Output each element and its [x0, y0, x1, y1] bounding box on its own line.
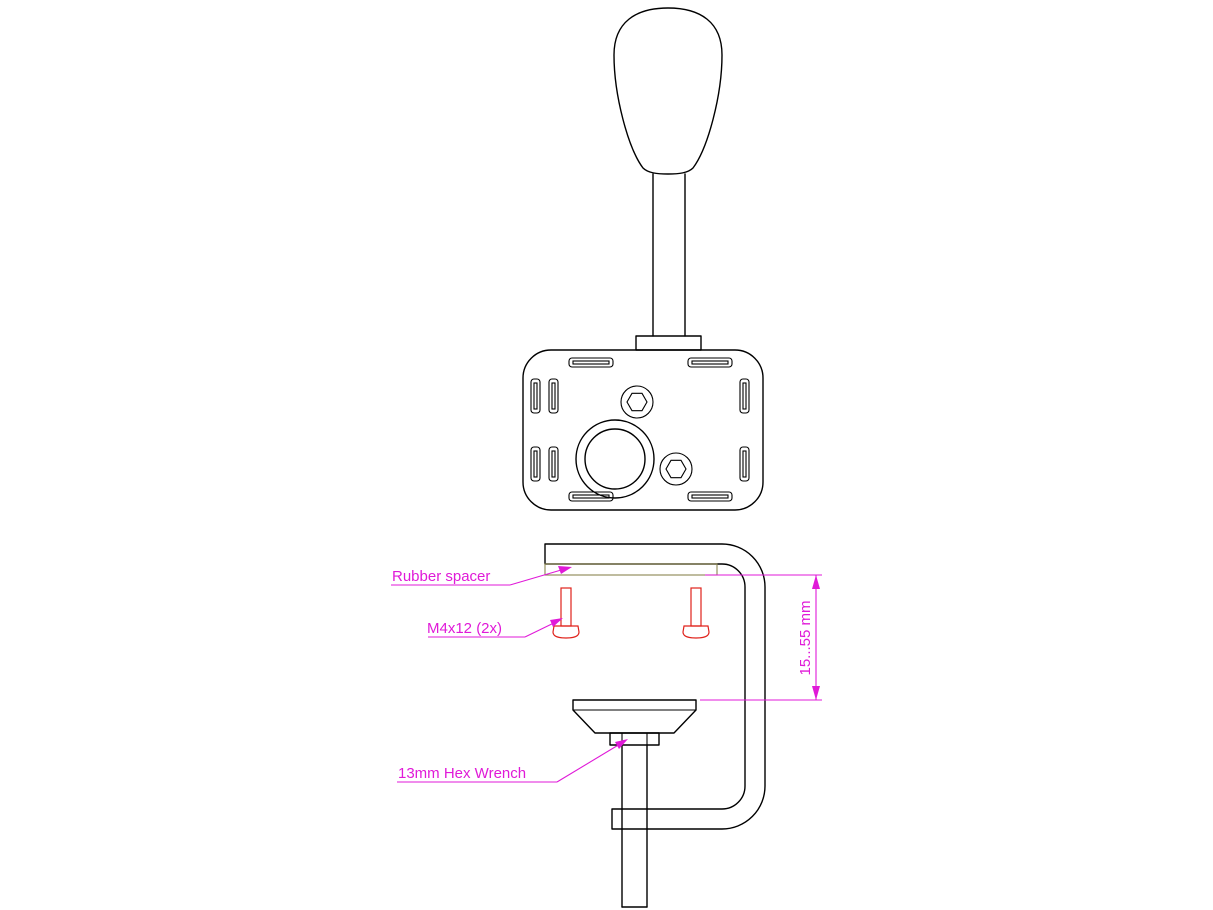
- joystick-knob: [613, 7, 723, 175]
- hex-bolt-lower: [659, 452, 693, 486]
- dimension-label: 15...55 mm: [797, 600, 814, 675]
- joystick-shaft: [635, 173, 702, 351]
- hex-bolt-upper: [620, 385, 654, 419]
- hex-wrench-label: 13mm Hex Wrench: [398, 765, 526, 782]
- label-hex-wrench: 13mm Hex Wrench: [397, 739, 628, 783]
- clamp-threaded-rod: [621, 744, 648, 908]
- screw-left: [552, 587, 580, 639]
- c-clamp: [544, 543, 766, 830]
- rubber-spacer: [544, 563, 718, 576]
- joystick-base-plate: [522, 349, 764, 511]
- clamp-pressure-pad: [572, 699, 697, 734]
- mounting-slots: [530, 357, 750, 502]
- clamp-socket-ring: [575, 419, 655, 499]
- screws-label: M4x12 (2x): [427, 620, 502, 637]
- screw-right: [682, 587, 710, 639]
- label-screws: M4x12 (2x): [427, 618, 563, 638]
- clamp-opening-dimension: 15...55 mm: [700, 574, 822, 701]
- label-rubber-spacer: Rubber spacer: [391, 566, 572, 586]
- rubber-spacer-label: Rubber spacer: [392, 568, 490, 585]
